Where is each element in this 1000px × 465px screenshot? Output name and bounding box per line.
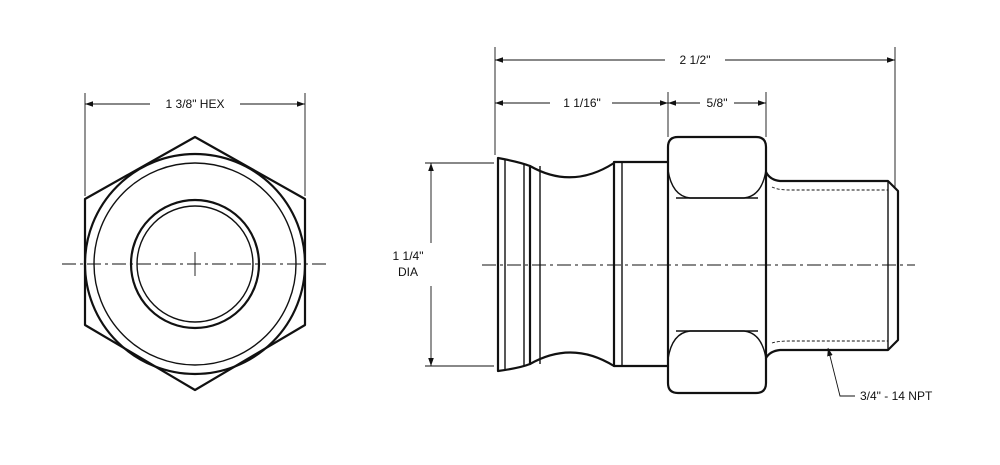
hex-nut-lower-face	[667, 330, 767, 360]
side-view: 2 1/2" 1 1/16" 5/8" 1 1/4" DIA 3/4" - 14…	[393, 47, 933, 403]
hex-outline	[83, 135, 307, 392]
end-view: 1 3/8" HEX	[62, 93, 330, 392]
thread-callout-label: 3/4" - 14 NPT	[860, 389, 933, 403]
hex-nut-upper-face	[667, 169, 767, 199]
adapter-lip	[496, 156, 532, 373]
overall-length-label: 2 1/2"	[680, 53, 711, 67]
hex-nut-outline	[666, 135, 768, 395]
diameter-label-line2: DIA	[398, 265, 418, 279]
groove-top	[528, 161, 616, 179]
diameter-label-line1: 1 1/4"	[393, 249, 424, 263]
adapter-length-label: 1 1/16"	[563, 96, 601, 110]
hex-dimension-label: 1 3/8" HEX	[166, 97, 225, 111]
groove-bottom	[528, 351, 616, 368]
thread-root-bottom	[771, 340, 888, 344]
hex-length-label: 5/8"	[707, 96, 728, 110]
thread-root-top	[771, 186, 888, 191]
body-cylinder	[612, 160, 670, 368]
thread-leader	[827, 347, 855, 397]
thread-body	[764, 170, 900, 360]
